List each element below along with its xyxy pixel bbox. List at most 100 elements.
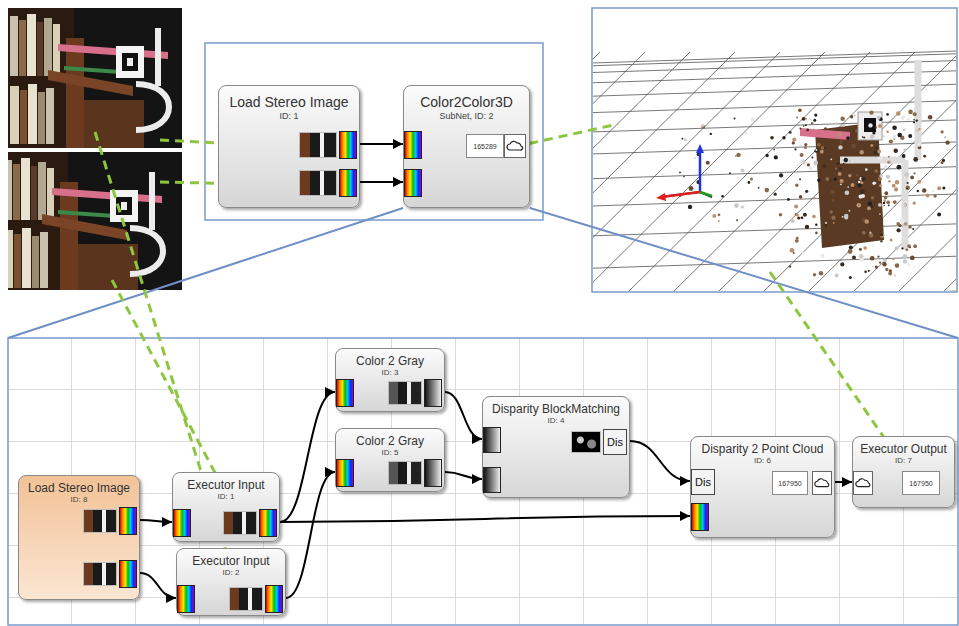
grid-line [755, 52, 956, 291]
cloud-point [907, 263, 910, 266]
grid-line [593, 142, 956, 154]
axis-z [699, 150, 702, 192]
cloud-point [805, 190, 808, 193]
axis-head [696, 144, 704, 153]
cloud-icon [813, 472, 831, 494]
cloud-point [868, 270, 870, 272]
cloud-point [858, 181, 861, 184]
cloud-icon [505, 135, 525, 157]
cloud-point [867, 206, 871, 210]
grid-line [665, 52, 915, 291]
cloud-point [913, 119, 915, 121]
cloud-point [869, 232, 871, 234]
cloud-point [705, 173, 708, 176]
cloud-point [878, 124, 882, 128]
cloud-point [773, 149, 775, 151]
cloud-point [870, 256, 875, 261]
stereo-photo [8, 8, 182, 148]
cloud-point [874, 169, 878, 173]
cloud-point [895, 246, 899, 250]
cloud-point [765, 154, 768, 157]
cloud-point [809, 117, 812, 120]
cloud-point [865, 219, 869, 223]
cloud-point [809, 167, 813, 171]
color-port [119, 560, 137, 588]
cloud-point [894, 138, 896, 140]
cloud-point [803, 125, 805, 127]
cloud-icon [854, 472, 872, 494]
cloud-point [813, 119, 816, 122]
color-port [339, 131, 357, 159]
cloud-point [831, 216, 835, 220]
node-id: ID: 1 [219, 111, 359, 121]
cloud-point [903, 128, 906, 131]
cloud-point [916, 119, 918, 121]
cloud-point [886, 200, 890, 204]
cloud-point [718, 213, 721, 216]
value-box: 167950 [772, 471, 808, 495]
cloud-point [814, 114, 817, 117]
cloud-point [799, 160, 803, 164]
connector-arrow [630, 441, 690, 481]
point-cloud-view [592, 8, 957, 292]
cloud-point [789, 265, 792, 268]
cloud-point [817, 179, 821, 183]
cloud-point [721, 195, 724, 198]
cloud-point [878, 157, 882, 161]
cloud-point [790, 248, 795, 253]
connector-arrow [360, 181, 403, 183]
cloud-point [932, 190, 934, 192]
port-label: Dis [691, 469, 715, 495]
cloud-point [875, 147, 877, 149]
cloud-point [895, 180, 899, 184]
cloud-point [712, 214, 716, 218]
cloud-point [825, 222, 827, 224]
stereo-photo [8, 152, 182, 290]
gray-port [424, 459, 442, 487]
cloud-point [829, 210, 832, 213]
cloud-point [902, 154, 906, 158]
cloud-point [870, 134, 875, 139]
cloud-point [860, 181, 863, 184]
cloud-point [860, 189, 865, 194]
node-box: Color2Color3DSubNet, ID: 2165289 [403, 85, 530, 208]
cloud-point [734, 118, 736, 120]
cloud-point [729, 172, 731, 174]
cloud-point [883, 135, 885, 137]
image-thumbnail [83, 509, 117, 533]
cloud-point [886, 131, 889, 134]
cloud-point [882, 262, 886, 266]
color-port [404, 169, 422, 197]
image-thumbnail [299, 132, 337, 158]
cloud-point [886, 175, 890, 179]
node-id: ID: 3 [336, 368, 444, 377]
cloud-point [895, 263, 900, 268]
cloud-point [913, 244, 917, 248]
node-box: Executor InputID: 1 [172, 472, 280, 542]
grid-line [593, 52, 825, 291]
cloud-point [843, 158, 848, 163]
cloud-point [795, 184, 798, 187]
grid-line [593, 52, 735, 291]
cloud-point [838, 172, 842, 176]
cloud-point [888, 272, 892, 276]
cloud-point [883, 202, 885, 204]
cloud-point [823, 164, 826, 167]
node-box: Disparity 2 Point CloudID: 6Dis167950 [690, 436, 835, 538]
node-title: Executor Input [177, 549, 285, 568]
cloud-point [910, 256, 915, 261]
cloud-point [684, 138, 687, 141]
grid-line [593, 52, 645, 291]
cloud-point [701, 124, 704, 127]
cloud-point [913, 157, 918, 162]
cloud-point [819, 271, 824, 276]
cloud-point [879, 184, 882, 187]
cloud-point [803, 213, 807, 217]
cloud-point [835, 273, 839, 277]
cloud-point [908, 134, 912, 138]
cloud-point [679, 172, 681, 174]
cloud-point [861, 176, 866, 181]
node-title: Executor Input [173, 473, 279, 492]
cloud-point [913, 121, 915, 123]
grid-line [593, 120, 956, 132]
